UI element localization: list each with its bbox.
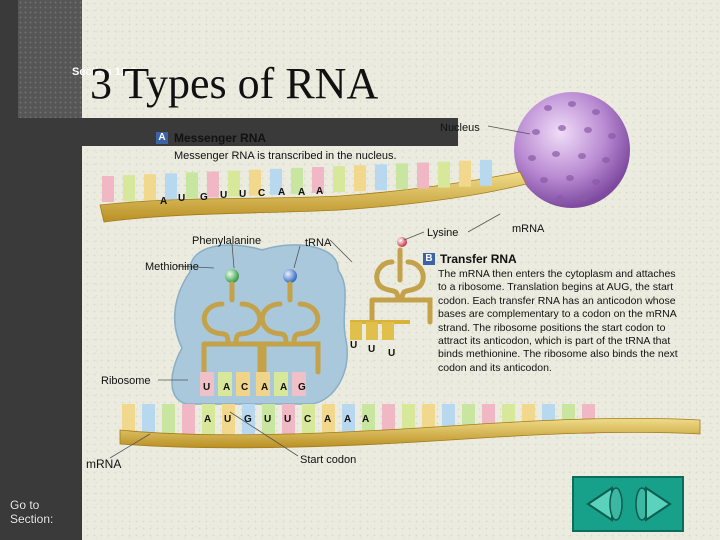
start-codon-label: Start codon <box>300 454 357 466</box>
svg-text:U: U <box>350 340 357 351</box>
svg-text:U: U <box>264 414 271 425</box>
nucleus-label: Nucleus <box>440 122 480 134</box>
title-bar <box>18 118 458 146</box>
svg-text:A: A <box>344 414 351 425</box>
top-mrna-strand <box>99 159 527 223</box>
strand-base-bar <box>438 161 450 188</box>
bottom-mrna-strand <box>119 404 701 449</box>
svg-text:C: C <box>258 188 265 199</box>
previous-button[interactable] <box>582 484 626 524</box>
right-arrow-icon <box>635 486 672 522</box>
strand-base-bar <box>282 404 295 434</box>
page-title: 3 Types of RNA <box>90 59 379 108</box>
svg-text:A: A <box>324 414 331 425</box>
ribosome-label: Ribosome <box>101 375 151 387</box>
svg-text:A: A <box>362 414 369 425</box>
next-button[interactable] <box>632 484 676 524</box>
strand-base-bar <box>262 404 275 434</box>
svg-text:C: C <box>304 414 311 425</box>
svg-text:U: U <box>284 414 291 425</box>
svg-text:A: A <box>316 186 323 197</box>
strand-base-bar <box>302 404 315 434</box>
strand-base-bar <box>333 166 345 193</box>
lysine-label: Lysine <box>427 227 459 239</box>
section-label: Section 12-3 <box>72 66 137 78</box>
svg-text:U: U <box>178 193 185 204</box>
strand-base-bar <box>354 165 366 192</box>
svg-text:U: U <box>368 344 375 355</box>
nucleus-sphere <box>514 92 630 208</box>
strand-base-bar <box>144 174 156 201</box>
strand-base-bar <box>123 175 135 202</box>
panel-a-subtitle: Messenger RNA is transcribed in the nucl… <box>174 150 397 162</box>
svg-text:U: U <box>220 190 227 201</box>
strand-base-bar <box>222 404 235 434</box>
svg-text:A: A <box>204 414 211 425</box>
navigation-panel <box>572 476 684 532</box>
strand-base-bar <box>375 164 387 191</box>
strand-base-bar <box>291 167 303 194</box>
strand-base-bar <box>422 404 435 434</box>
leader-lines <box>109 213 501 459</box>
phenylalanine-trna <box>259 269 321 375</box>
phenylalanine-label: Phenylalanine <box>192 235 262 247</box>
strand-base-bar <box>270 168 282 195</box>
svg-text:A: A <box>280 382 287 393</box>
panel-b-description: The mRNA then enters the cytoplasm and a… <box>438 268 678 374</box>
strand-base-bar <box>165 173 177 200</box>
strand-base-bar <box>402 404 415 434</box>
svg-text:G: G <box>298 382 306 393</box>
svg-text:A: A <box>278 187 285 198</box>
strand-base-bar <box>396 163 408 190</box>
ribosome-anticodon-bars <box>200 372 306 396</box>
strand-base-bar <box>480 159 492 186</box>
strand-base-bar <box>417 162 429 189</box>
svg-text:G: G <box>200 192 208 203</box>
panel-b-heading: Transfer RNA <box>440 252 517 266</box>
svg-text:U: U <box>224 414 231 425</box>
strand-base-bar <box>459 160 471 187</box>
strand-base-bar <box>102 176 114 202</box>
strand-base-bar <box>312 167 324 193</box>
strand-base-bar <box>182 404 195 434</box>
strand-base-bar <box>342 404 355 434</box>
strand-base-bar <box>122 404 135 434</box>
mrna-top-label: mRNA <box>512 223 545 235</box>
strand-base-bar <box>207 171 219 198</box>
panel-b-letter: B <box>423 253 435 265</box>
strand-base-bar <box>186 172 198 199</box>
svg-text:C: C <box>241 382 248 393</box>
svg-text:G: G <box>244 414 252 425</box>
svg-text:U: U <box>203 382 210 393</box>
strand-base-bar <box>228 170 240 197</box>
strand-base-bar <box>142 404 155 434</box>
strand-base-bar <box>382 404 395 434</box>
methionine-label: Methionine <box>145 261 199 273</box>
mrna-bottom-label: mRNA <box>86 457 122 471</box>
panel-a-letter: A <box>156 132 168 144</box>
svg-text:A: A <box>261 382 268 393</box>
strand-base-bar <box>202 404 215 434</box>
svg-text:A: A <box>298 187 305 198</box>
panel-a-heading: Messenger RNA <box>174 131 267 145</box>
svg-text:A: A <box>223 382 230 393</box>
trna-label: tRNA <box>305 237 332 249</box>
go-to-section-link[interactable]: Go to Section: <box>10 498 54 526</box>
methionine-trna <box>201 269 263 375</box>
strand-base-bar <box>322 404 335 434</box>
strand-base-bar <box>249 169 261 196</box>
svg-text:U: U <box>388 348 395 359</box>
svg-text:U: U <box>239 189 246 200</box>
svg-text:A: A <box>160 196 167 207</box>
strand-base-bar <box>162 404 175 434</box>
strand-base-bar <box>362 404 375 434</box>
left-arrow-icon <box>586 486 623 522</box>
